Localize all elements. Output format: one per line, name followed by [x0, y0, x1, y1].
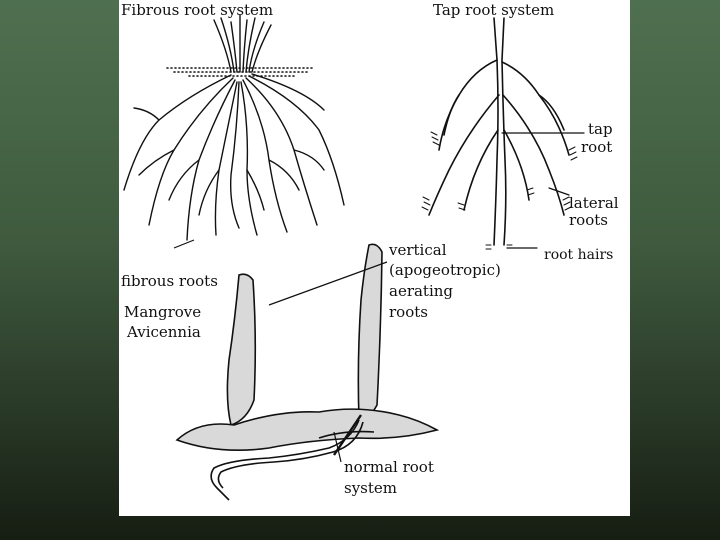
label-pointers	[173, 239, 388, 463]
fibrous-roots-label: fibrous roots	[121, 272, 218, 290]
aerating-root-left	[226, 273, 257, 427]
normal-root-system-label-line2: system	[344, 479, 397, 497]
tap-root-label-line1: tap	[588, 120, 613, 138]
soil-texture	[166, 67, 315, 77]
mangrove-label: Mangrove	[124, 303, 202, 321]
vertical-roots-label-line2: (apogeotropic)	[389, 261, 501, 279]
root-systems-drawing	[123, 14, 585, 501]
lateral-roots-label-line2: roots	[569, 211, 608, 229]
normal-root-system	[210, 419, 360, 501]
normal-root-system-label-line1: normal root	[344, 458, 434, 476]
avicennia-label: Avicennia	[127, 323, 201, 341]
fibrous-root-illustration	[123, 14, 345, 241]
vertical-roots-label-line4: roots	[389, 303, 428, 321]
vertical-roots-label-line3: aerating	[389, 282, 454, 300]
lateral-roots-label-line1: lateral	[569, 194, 619, 212]
mangrove-illustration	[175, 243, 440, 501]
tap-root-illustration	[421, 17, 585, 250]
diagram-panel: Fibrous root system Tap root system tap …	[119, 0, 630, 516]
tap-root-system-title: Tap root system	[433, 1, 555, 19]
tap-root-label-line2: root	[581, 138, 613, 156]
horizontal-root	[175, 408, 440, 452]
vertical-roots-label-line1: vertical	[389, 241, 447, 259]
fibrous-root-system-title: Fibrous root system	[121, 1, 274, 19]
root-hair-ticks	[421, 131, 578, 250]
root-hairs-label: root hairs	[544, 247, 614, 263]
